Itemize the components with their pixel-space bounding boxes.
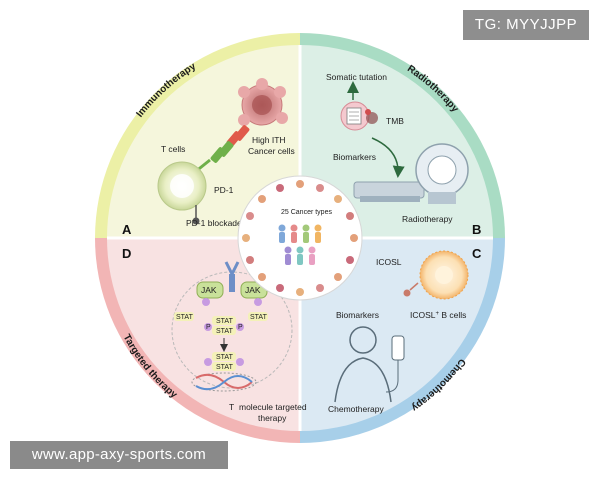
high-ith-label-2: Cancer cells (248, 146, 295, 156)
person-icon (296, 246, 304, 265)
pd1-antibody-icon (192, 217, 200, 225)
organ-icon (316, 184, 324, 192)
svg-text:JAK: JAK (201, 285, 217, 295)
chemotherapy-label: Chemotherapy (328, 404, 385, 414)
svg-text:STAT: STAT (250, 314, 268, 321)
pd1-label: PD-1 (214, 185, 234, 195)
stat-right: STAT (248, 312, 268, 321)
organ-icons-ring (242, 180, 358, 296)
watermark-tag: TG: MYYJJPP (463, 10, 589, 40)
stat-left: STAT (174, 312, 194, 321)
stat-dimer-bottom: STAT STAT (204, 352, 244, 371)
svg-text:P: P (206, 324, 211, 331)
organ-icon (242, 234, 250, 242)
biomarkers-label-b: Biomarkers (333, 152, 376, 162)
center-label: 25 Cancer types (281, 209, 332, 216)
quadrant-letter-a: A (122, 222, 132, 237)
organ-icon (296, 288, 304, 296)
svg-text:JAK: JAK (245, 285, 261, 295)
organ-icon (246, 256, 254, 264)
organ-icon (258, 273, 266, 281)
person-icon (290, 224, 298, 243)
organ-icon (334, 273, 342, 281)
organ-icon (350, 234, 358, 242)
svg-text:P: P (238, 324, 243, 331)
radiotherapy-label: Radiotherapy (402, 214, 453, 224)
chemotherapy-panel: ICOSL Biomarkers ICOSL+ B cells Chemothe… (328, 250, 469, 414)
icosl-label: ICOSL (376, 257, 402, 267)
organ-icon (276, 184, 284, 192)
tcr-receptor-icon (194, 125, 250, 174)
organ-icon (296, 180, 304, 188)
quadrant-letter-d: D (122, 246, 131, 261)
center-disc: 25 Cancer types (237, 175, 363, 301)
biomarkers-label-c: Biomarkers (336, 310, 379, 320)
immunotherapy-panel: T cells High ITH Cancer cells PD-1 PD-1 … (157, 78, 295, 228)
phospho-icon (254, 298, 262, 306)
person-icon (284, 246, 292, 265)
dna-cell-icon (340, 101, 370, 131)
somatic-mutation-label: Somatic tutation (326, 72, 387, 82)
tmb-label: TMB (386, 116, 404, 126)
organ-icon (346, 212, 354, 220)
watermark-url: www.app-axy-sports.com (10, 441, 228, 469)
stat-dimer-top: STAT STAT P P (204, 316, 244, 335)
t-cells-label: T cells (161, 144, 185, 154)
iv-drip-icon (385, 335, 405, 393)
people-icons (278, 224, 322, 265)
b-cell-icon (419, 250, 469, 300)
organ-icon (258, 195, 266, 203)
molecule-targeted-label-2: therapy (258, 413, 287, 423)
phospho-icon (202, 298, 210, 306)
tumor-cell-icon (238, 78, 288, 126)
organ-icon (246, 212, 254, 220)
icosl-pointer (409, 282, 419, 291)
radiotherapy-machine-icon (353, 143, 469, 204)
pd1-blockade-label: PD-1 blockade (186, 218, 242, 228)
organ-icon (276, 284, 284, 292)
receptor-icon (224, 261, 240, 292)
svg-text:STAT: STAT (216, 318, 234, 325)
person-icon (308, 246, 316, 265)
person-icon (314, 224, 322, 243)
patient-icon (334, 326, 392, 403)
organ-icon (346, 256, 354, 264)
jak-left: JAK (196, 281, 224, 299)
icosl-b-cells-label: ICOSL+ B cells (410, 310, 466, 320)
radiotherapy-panel: Somatic tutation TMB Biomarkers Radiothe… (326, 72, 469, 224)
svg-text:STAT: STAT (216, 364, 234, 371)
curved-arrow-icon (371, 137, 405, 178)
molecule-targeted-label-1: molecule targeted (239, 402, 307, 412)
svg-text:STAT: STAT (176, 314, 194, 321)
high-ith-label-1: High ITH (252, 135, 286, 145)
quadrant-letter-b: B (472, 222, 481, 237)
svg-text:STAT: STAT (216, 328, 234, 335)
center-circle (237, 175, 363, 301)
targeted-panel: JAK JAK STAT STAT STAT STAT P P (171, 261, 307, 423)
person-icon (302, 224, 310, 243)
svg-text:STAT: STAT (216, 354, 234, 361)
icosl-dot-icon (403, 289, 411, 297)
quadrant-letter-c: C (472, 246, 482, 261)
organ-icon (316, 284, 324, 292)
person-icon (278, 224, 286, 243)
molecule-prefix: T (229, 402, 234, 412)
mutation-cluster-icon (365, 109, 378, 124)
organ-icon (334, 195, 342, 203)
dna-helix-icon (191, 372, 257, 392)
t-cell-icon (157, 161, 207, 211)
